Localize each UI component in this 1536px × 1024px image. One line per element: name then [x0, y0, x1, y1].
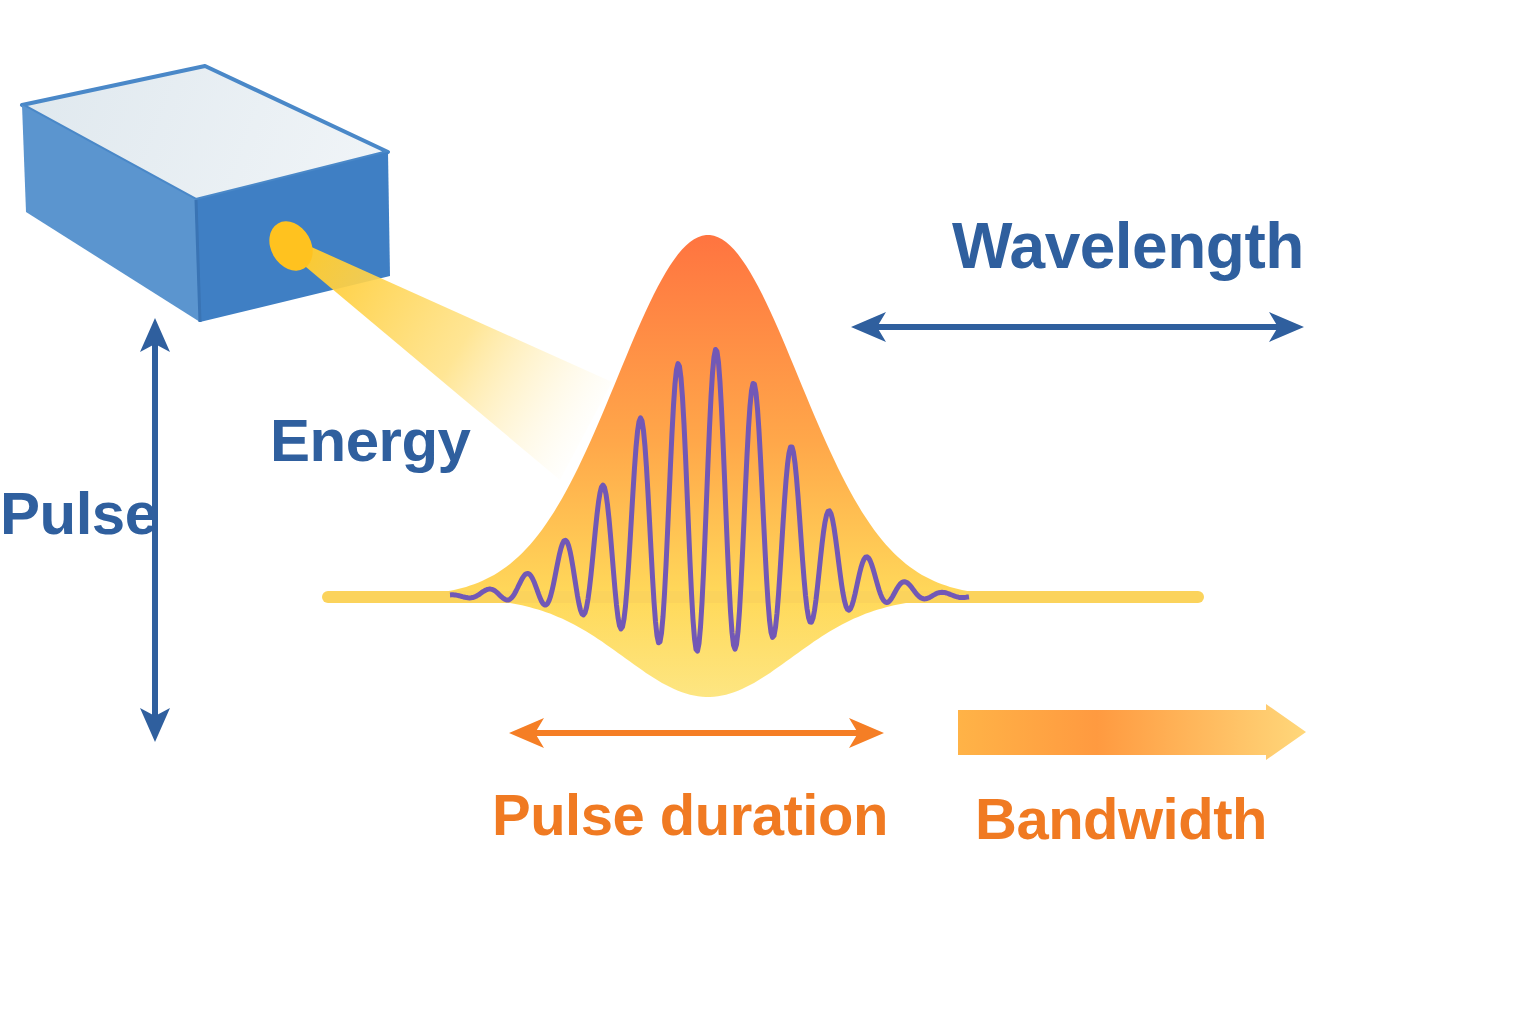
laser-aperture	[261, 213, 322, 278]
axis-label: Pulse	[0, 484, 158, 544]
arrow-head	[1269, 312, 1304, 342]
duration-arrow	[509, 718, 884, 748]
axis-label: Pulse duration	[492, 786, 888, 844]
arrow-head	[509, 718, 544, 748]
arrow-shaft	[868, 324, 1288, 330]
axis-label: Wavelength	[952, 214, 1304, 278]
laser-side	[22, 105, 200, 322]
carrier-wave	[450, 350, 969, 652]
arrow-shaft	[525, 730, 868, 736]
laser-edge	[196, 200, 200, 322]
wavelength-arrow	[851, 312, 1304, 342]
arrow-head	[851, 312, 886, 342]
axis-label: Energy	[270, 411, 470, 471]
arrow-head	[140, 708, 170, 742]
arrow-head	[140, 318, 170, 352]
axis-label: Bandwidth	[975, 790, 1267, 848]
bandwidth-arrow	[958, 704, 1306, 760]
arrow-head	[849, 718, 884, 748]
